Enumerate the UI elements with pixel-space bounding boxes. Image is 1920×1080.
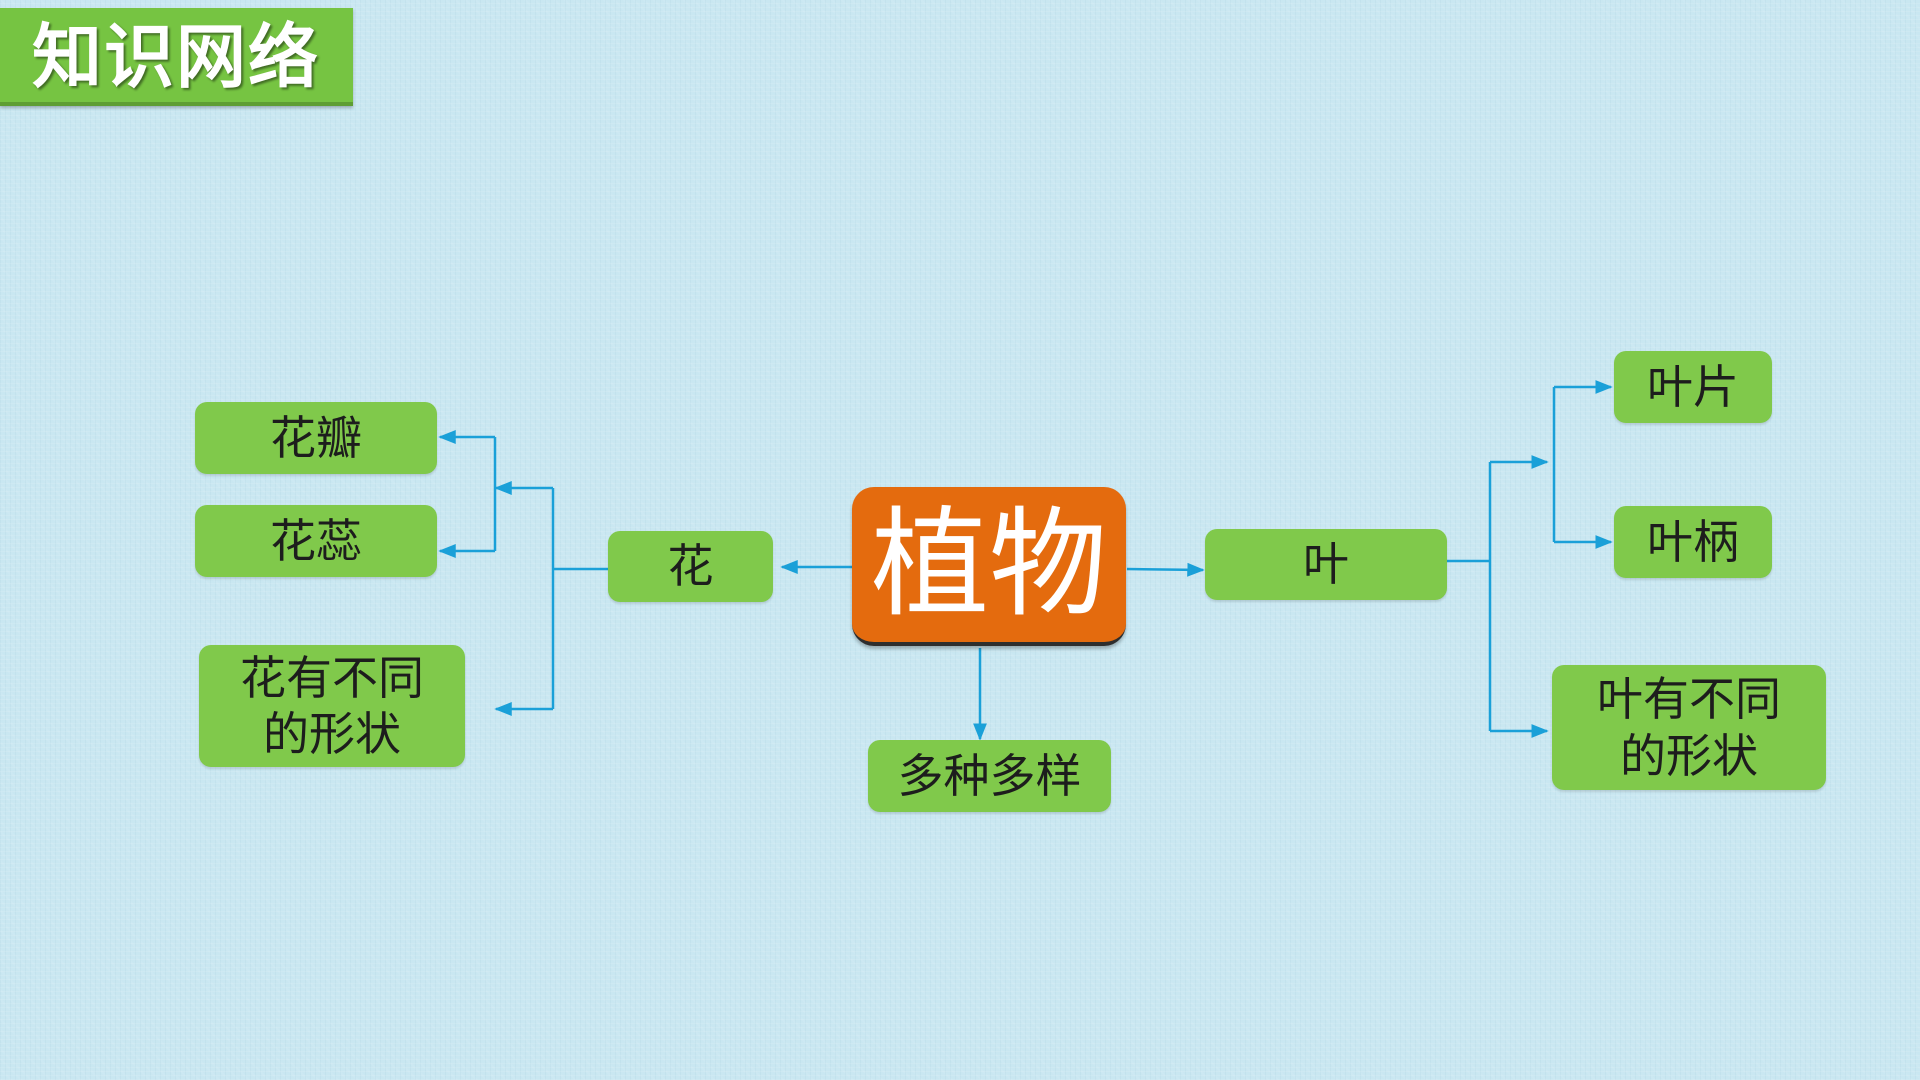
variety-node: 多种多样 — [868, 740, 1111, 812]
stamen-node: 花蕊 — [195, 505, 437, 577]
leaf-shape-node: 叶有不同 的形状 — [1552, 665, 1826, 790]
page-title: 知识网络 — [0, 8, 353, 106]
connector-center-to-leaf — [1126, 562, 1205, 577]
center-node-plant: 植物 — [852, 487, 1126, 646]
petal-node: 花瓣 — [195, 402, 437, 474]
flower-shape-node: 花有不同 的形状 — [199, 645, 465, 767]
leaf-blade-node: 叶片 — [1614, 351, 1772, 423]
leaf-node: 叶 — [1205, 529, 1447, 600]
flower-node: 花 — [608, 531, 773, 602]
leaf-petiole-node: 叶柄 — [1614, 506, 1772, 578]
